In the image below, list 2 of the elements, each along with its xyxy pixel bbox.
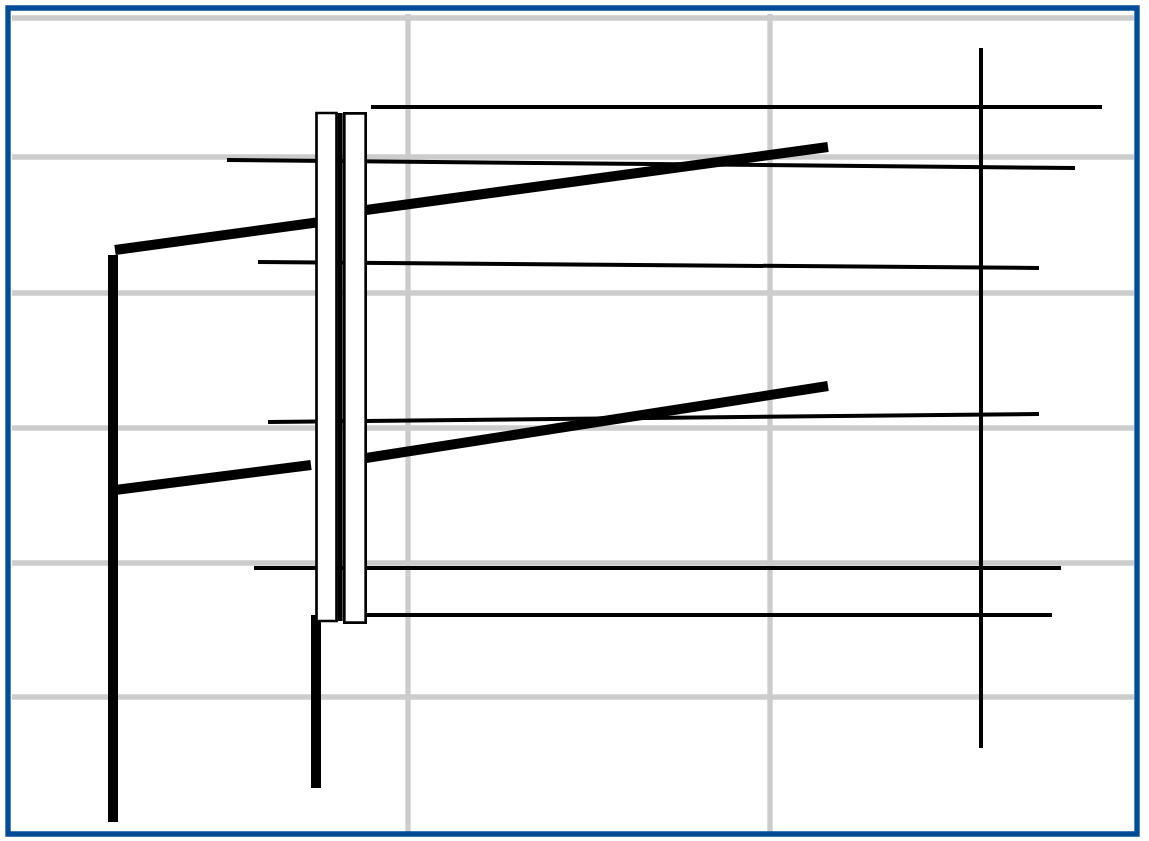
post-bar <box>343 112 367 624</box>
post-bar <box>315 111 338 623</box>
